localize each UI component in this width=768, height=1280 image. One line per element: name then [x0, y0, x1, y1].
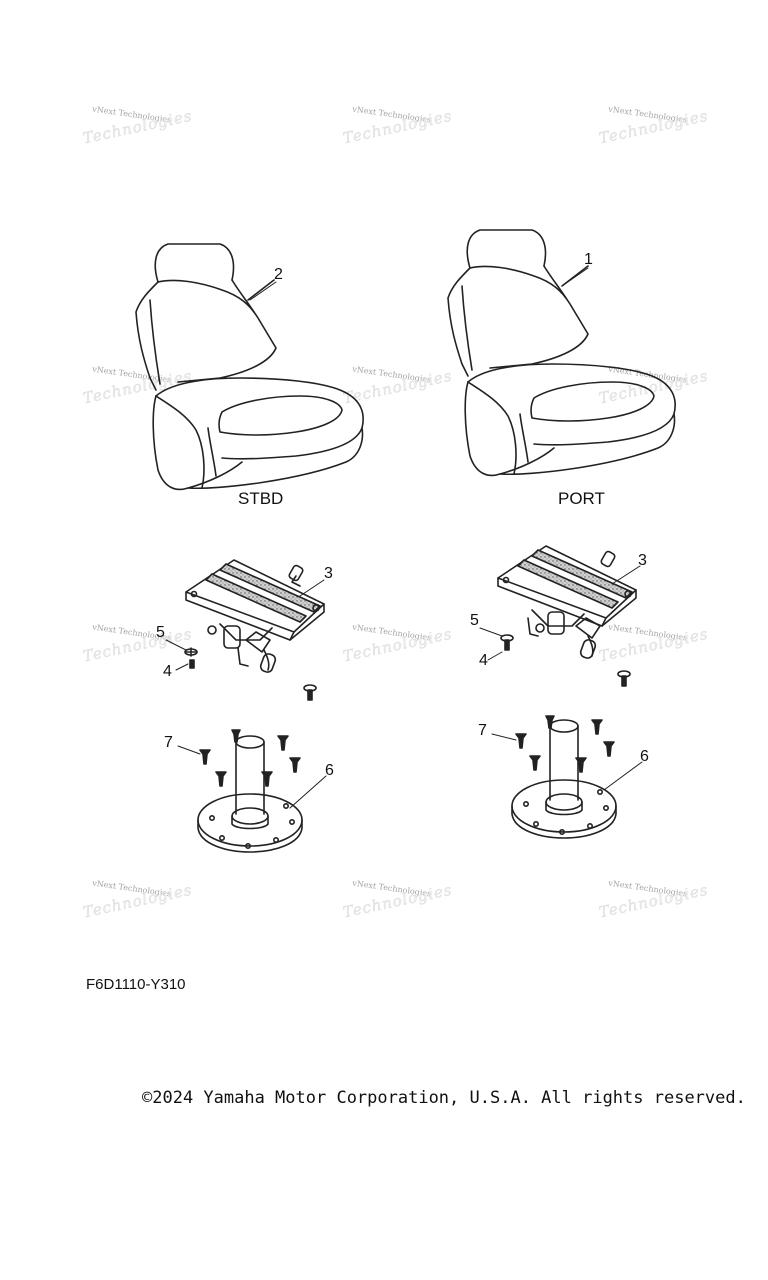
figure-code: F6D1110-Y310	[86, 976, 186, 993]
port-seat	[447, 229, 676, 477]
leader-lines	[165, 267, 643, 809]
port-pedestal	[511, 719, 617, 839]
callout-3-stbd: 3	[324, 565, 333, 582]
stbd-label: STBD	[238, 489, 284, 508]
callout-1: 1	[584, 251, 593, 268]
callout-5-stbd: 5	[156, 624, 165, 641]
port-screws	[515, 715, 615, 773]
callout-5-port: 5	[470, 612, 479, 629]
callout-7-port: 7	[478, 722, 487, 739]
stbd-seat	[135, 243, 364, 491]
callout-6-port: 6	[640, 748, 649, 765]
copyright-notice: ©2024 Yamaha Motor Corporation, U.S.A. A…	[142, 1088, 746, 1108]
port-slide-bracket	[497, 545, 637, 687]
port-label: PORT	[558, 489, 605, 508]
callout-7-stbd: 7	[164, 734, 173, 751]
stbd-slide-bracket	[184, 559, 325, 701]
stbd-pedestal	[197, 735, 303, 853]
callout-6-stbd: 6	[325, 762, 334, 779]
callout-3-port: 3	[638, 552, 647, 569]
callout-2: 2	[274, 266, 283, 283]
stbd-screws	[199, 729, 301, 787]
callout-4-port: 4	[479, 652, 488, 669]
callout-4-stbd: 4	[163, 663, 172, 680]
